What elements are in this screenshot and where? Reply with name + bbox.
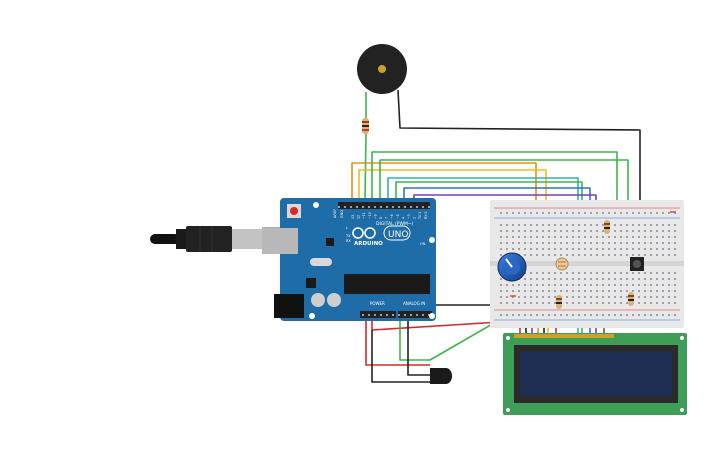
piezo-buzzer[interactable]	[357, 44, 407, 94]
digital-pin-label: TX 1	[418, 212, 422, 220]
digital-pin-label: 4	[401, 217, 405, 219]
lcd-display[interactable]	[503, 333, 687, 415]
push-button[interactable]	[630, 257, 644, 271]
power-label: POWER	[370, 301, 385, 306]
digital-pin-label: ~10	[368, 212, 372, 219]
digital-pin-label: 7	[385, 217, 389, 219]
wire-buzzer-signal[interactable]	[364, 132, 367, 201]
breadboard-resistor-3[interactable]	[628, 292, 634, 306]
arduino-logo-icon	[352, 227, 376, 239]
digital-pin-label: ~3	[407, 214, 411, 219]
microcontroller-chip	[344, 274, 430, 294]
usb-port	[262, 228, 298, 254]
digital-pin-label: ~11	[362, 212, 366, 219]
digital-pin-label: 2	[413, 217, 417, 219]
l-label: L	[346, 226, 348, 230]
potentiometer[interactable]	[497, 252, 527, 282]
analog-label: ANALOG IN	[403, 301, 425, 306]
tx-label: TX	[345, 234, 351, 238]
arduino-brand: ARDUINO	[354, 241, 383, 247]
aref-label: AREF	[333, 209, 337, 218]
wire-gnd-red-2[interactable]	[365, 318, 430, 366]
digital-pin-label: 13	[351, 215, 355, 219]
digital-pin-label: 8	[379, 217, 383, 219]
wire-pin-green-2[interactable]	[379, 159, 629, 220]
breadboard-resistor-1[interactable]	[604, 220, 610, 234]
wire-buzzer-gnd[interactable]	[397, 89, 641, 205]
arduino-uno-board[interactable]: DIGITAL (PWM~) AREF GND ARDUINO UNO TX R…	[262, 198, 436, 321]
digital-pin-label: RX 0	[424, 212, 428, 219]
gnd-label: GND	[340, 210, 344, 218]
wire-pin-green-1[interactable]	[371, 151, 618, 232]
digital-pin-label: 12	[357, 215, 361, 219]
digital-label: DIGITAL (PWM~)	[376, 221, 414, 227]
wire-analog-black[interactable]	[407, 310, 432, 376]
wire-gnd-black-2[interactable]	[371, 330, 432, 383]
photoresistor[interactable]	[555, 257, 569, 271]
wire-pin-orange[interactable]	[351, 162, 537, 205]
arduino-model: UNO	[388, 230, 408, 240]
breadboard-resistor-2[interactable]	[556, 295, 562, 309]
on-label: ON	[420, 242, 426, 246]
rx-label: RX	[346, 239, 351, 243]
buzzer-resistor[interactable]	[362, 118, 369, 134]
temperature-sensor[interactable]	[430, 368, 452, 384]
power-jack	[274, 294, 304, 318]
lcd-screen	[520, 352, 672, 396]
digital-pin-label: ~9	[373, 214, 377, 219]
crystal	[310, 258, 332, 266]
breadboard[interactable]	[490, 200, 684, 328]
digital-pin-label: ~5	[396, 214, 400, 219]
led-indicator	[510, 211, 676, 297]
digital-pin-label: ~6	[390, 214, 394, 219]
